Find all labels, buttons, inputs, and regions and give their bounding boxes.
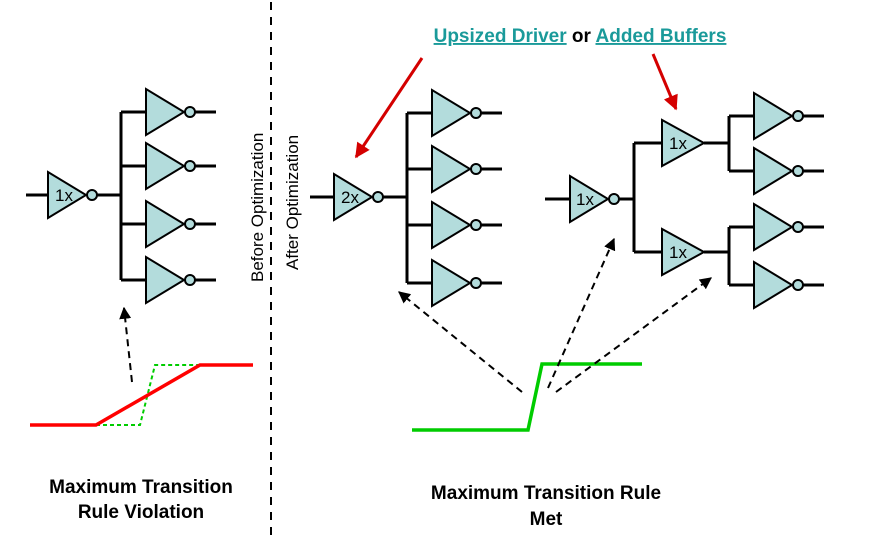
header-added-buffers: Added Buffers (596, 26, 727, 47)
red-arrow-to-added-buffers (651, 53, 678, 111)
driver-1x-label: 1x (55, 186, 73, 205)
driver-2x-label: 2x (341, 188, 359, 207)
load-gate (145, 255, 216, 305)
middle-circuit: 2x (310, 88, 502, 308)
violation-waveform (30, 363, 253, 427)
driver-1x-gate: 1x (47, 170, 98, 220)
header-upsized-driver: Upsized Driver (434, 26, 568, 47)
right-caption-line2: Met (530, 509, 563, 530)
left-caption-line1: Maximum Transition (49, 477, 233, 498)
red-arrow-to-upsized-driver (354, 57, 424, 159)
load-gate (431, 258, 502, 308)
load-gate (431, 88, 502, 138)
right-dashed-arrow-driver (547, 237, 616, 389)
buffer-top-gate: 1x (661, 118, 707, 168)
load-gate (145, 199, 216, 249)
buffer-bottom-gate: 1x (661, 227, 707, 277)
left-caption-line2: Rule Violation (78, 502, 204, 523)
middle-dashed-arrow (398, 291, 523, 393)
ideal-transition-dotted (96, 364, 200, 426)
load-gate (145, 87, 216, 137)
driver-1x-gate: 1x (569, 174, 620, 224)
slow-transition-red (30, 363, 253, 427)
right-circuit: 1x 1x 1x (545, 91, 824, 310)
fast-transition-green (412, 362, 642, 432)
load-gate (431, 200, 502, 250)
load-gate (753, 202, 824, 252)
load-gate (145, 141, 216, 191)
before-optimization-label: Before Optimization (248, 133, 267, 282)
load-gate (753, 146, 824, 196)
header-title: Upsized Driver or Added Buffers (434, 26, 727, 47)
load-gate (753, 91, 824, 141)
right-caption-line1: Maximum Transition Rule (431, 483, 661, 504)
driver-2x-gate: 2x (333, 172, 384, 222)
load-gate (431, 144, 502, 194)
left-circuit: 1x (26, 87, 216, 305)
right-dashed-arrow-buffer (555, 277, 712, 393)
buffer-bottom-label: 1x (669, 243, 687, 262)
right-driver-1x-label: 1x (576, 190, 594, 209)
load-gate (753, 260, 824, 310)
left-dashed-arrow (119, 306, 133, 383)
after-optimization-label: After Optimization (283, 135, 302, 270)
buffer-top-label: 1x (669, 134, 687, 153)
header-connector: or (567, 26, 596, 47)
